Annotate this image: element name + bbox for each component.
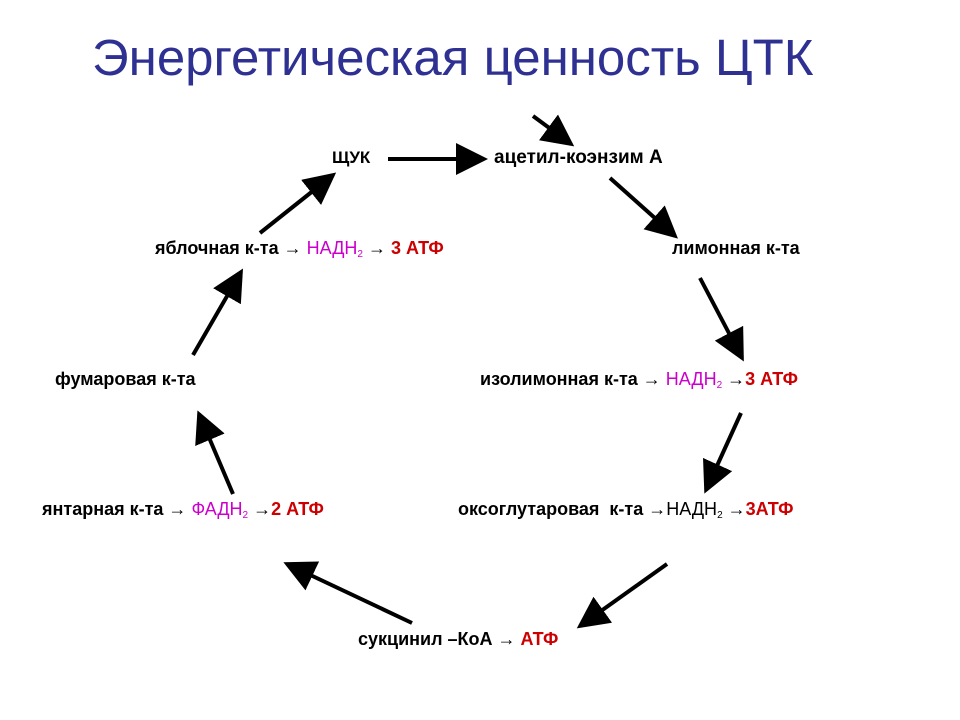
node-isocitrate-arrow2: →	[722, 369, 746, 389]
arrow-oxoglutarate-to-succinylcoa	[576, 562, 669, 629]
node-citrate: лимонная к-та	[672, 238, 800, 259]
arrow-malate-to-shuk	[258, 172, 337, 235]
node-malate-carrier-sub: 2	[357, 249, 363, 260]
node-malate-arrow1: →	[278, 238, 307, 258]
arrow-acetyl-to-citrate	[608, 176, 678, 239]
node-succinate-atp: 2 АТФ	[271, 499, 324, 519]
node-malate-carrier-text: НАДН	[306, 238, 358, 258]
node-acetyl-coa-name: ацетил-коэнзим А	[494, 147, 663, 168]
arrow-fumarate-to-malate	[191, 268, 244, 357]
node-succinate: янтарная к-та → ФАДН2 →2 АТФ	[42, 499, 324, 521]
node-oxoglutarate-arrow2: →	[722, 499, 746, 519]
node-acetyl-coa: ацетил-коэнзим А	[494, 147, 663, 169]
arrow-succinate-to-fumarate	[195, 410, 235, 495]
node-malate-atp: 3 АТФ	[390, 238, 444, 258]
arrow-isocitrate-to-oxoglutarate	[703, 412, 743, 494]
node-succinyl-coa-name: сукцинил –КоА	[358, 629, 493, 649]
node-succinyl-coa-atp: АТФ	[520, 629, 559, 649]
node-isocitrate-carrier-sub: 2	[716, 380, 723, 391]
node-malate-name: яблочная к-та	[155, 238, 279, 258]
node-succinate-arrow2: →	[248, 499, 272, 519]
node-succinyl-coa-arrow1: →	[492, 629, 521, 649]
node-oxoglutarate-carrier-text: НАДН	[666, 499, 718, 519]
node-oxaloacetate: ЩУК	[332, 148, 370, 168]
node-succinate-arrow1: →	[163, 499, 192, 519]
node-malate-arrow2: →	[362, 238, 391, 258]
page-title: Энергетическая ценность ЦТК	[92, 29, 814, 86]
node-oxoglutarate-atp: 3АТФ	[745, 499, 794, 519]
node-citrate-name: лимонная к-та	[672, 238, 800, 258]
node-oxoglutarate-carrier-sub: 2	[717, 510, 723, 521]
node-isocitrate-carrier-text: НАДН	[665, 369, 717, 389]
node-isocitrate-atp: 3 АТФ	[745, 369, 798, 389]
arrow-citrate-to-isocitrate	[698, 277, 744, 362]
node-succinate-carrier-text: ФАДН	[191, 499, 243, 519]
node-isocitrate: изолимонная к-та → НАДН2 →3 АТФ	[480, 369, 798, 391]
node-oxoglutarate: оксоглутаровая к-та →НАДН2 →3АТФ	[458, 499, 794, 521]
node-oxoglutarate-carrier: НАДН2	[666, 499, 723, 521]
node-oxoglutarate-name: оксоглутаровая к-та	[458, 499, 644, 519]
node-fumarate-name: фумаровая к-та	[55, 369, 196, 389]
node-succinate-carrier-sub: 2	[242, 510, 249, 521]
node-isocitrate-name: изолимонная к-та	[480, 369, 638, 389]
node-malate: яблочная к-та → НАДН2 → 3 АТФ	[155, 238, 444, 260]
node-isocitrate-arrow1: →	[637, 369, 666, 389]
node-isocitrate-carrier: НАДН2	[665, 369, 723, 391]
arrow-succinylcoa-to-succinate	[283, 561, 413, 625]
node-succinyl-coa: сукцинил –КоА → АТФ	[358, 629, 558, 650]
node-oxoglutarate-arrow1: →	[643, 499, 667, 519]
node-succinate-carrier: ФАДН2	[191, 499, 249, 521]
node-fumarate: фумаровая к-та	[55, 369, 196, 390]
node-malate-carrier: НАДН2	[306, 238, 363, 260]
node-succinate-name: янтарная к-та	[42, 499, 164, 519]
arrow-incoming-acetyl	[531, 114, 575, 147]
node-oxaloacetate-name: ЩУК	[332, 148, 371, 167]
